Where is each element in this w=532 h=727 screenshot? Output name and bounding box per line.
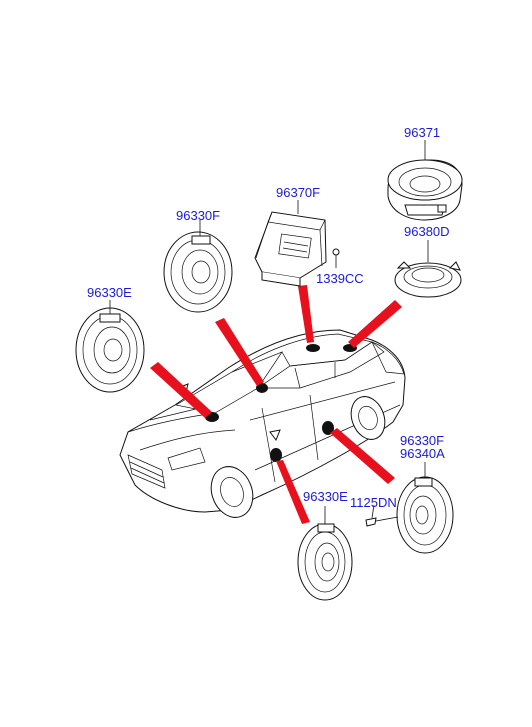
speaker-96330E-left [75,300,145,393]
speaker-96330F-upper [163,220,233,313]
label-96340A: 96340A [400,446,445,461]
label-1125DN: 1125DN [350,495,397,510]
pointer-dash-right [215,318,264,386]
pointer-front-door [276,460,310,524]
pointer-dash-left [150,362,212,418]
label-96330F-upper: 96330F [176,208,221,223]
red-pointers [150,285,402,524]
pointer-rear-door [330,428,395,484]
label-96330E-left: 96330E [87,285,132,300]
subwoofer-96371 [387,140,463,221]
speaker-location-rear-shelf-left [306,344,320,352]
label-1339CC: 1339CC [316,271,364,286]
speaker-location-front-door [270,448,282,462]
pointer-shelf-left [298,285,314,343]
car-illustration [119,329,406,518]
label-96370F: 96370F [276,185,321,200]
speaker-96380D [394,240,462,298]
speaker-96330F-96340A-lower [365,462,454,554]
label-96330E-lower: 96330E [303,489,348,504]
amplifier-96370F [254,200,340,287]
pointer-shelf-right [348,300,402,348]
speaker-96330E-lower [297,506,353,601]
label-96371: 96371 [404,125,441,140]
label-96380D: 96380D [404,224,450,239]
label-96330F-lower: 96330F [400,433,445,448]
speaker-location-rear-door [322,421,334,435]
speaker-location-dash-right [256,383,268,393]
